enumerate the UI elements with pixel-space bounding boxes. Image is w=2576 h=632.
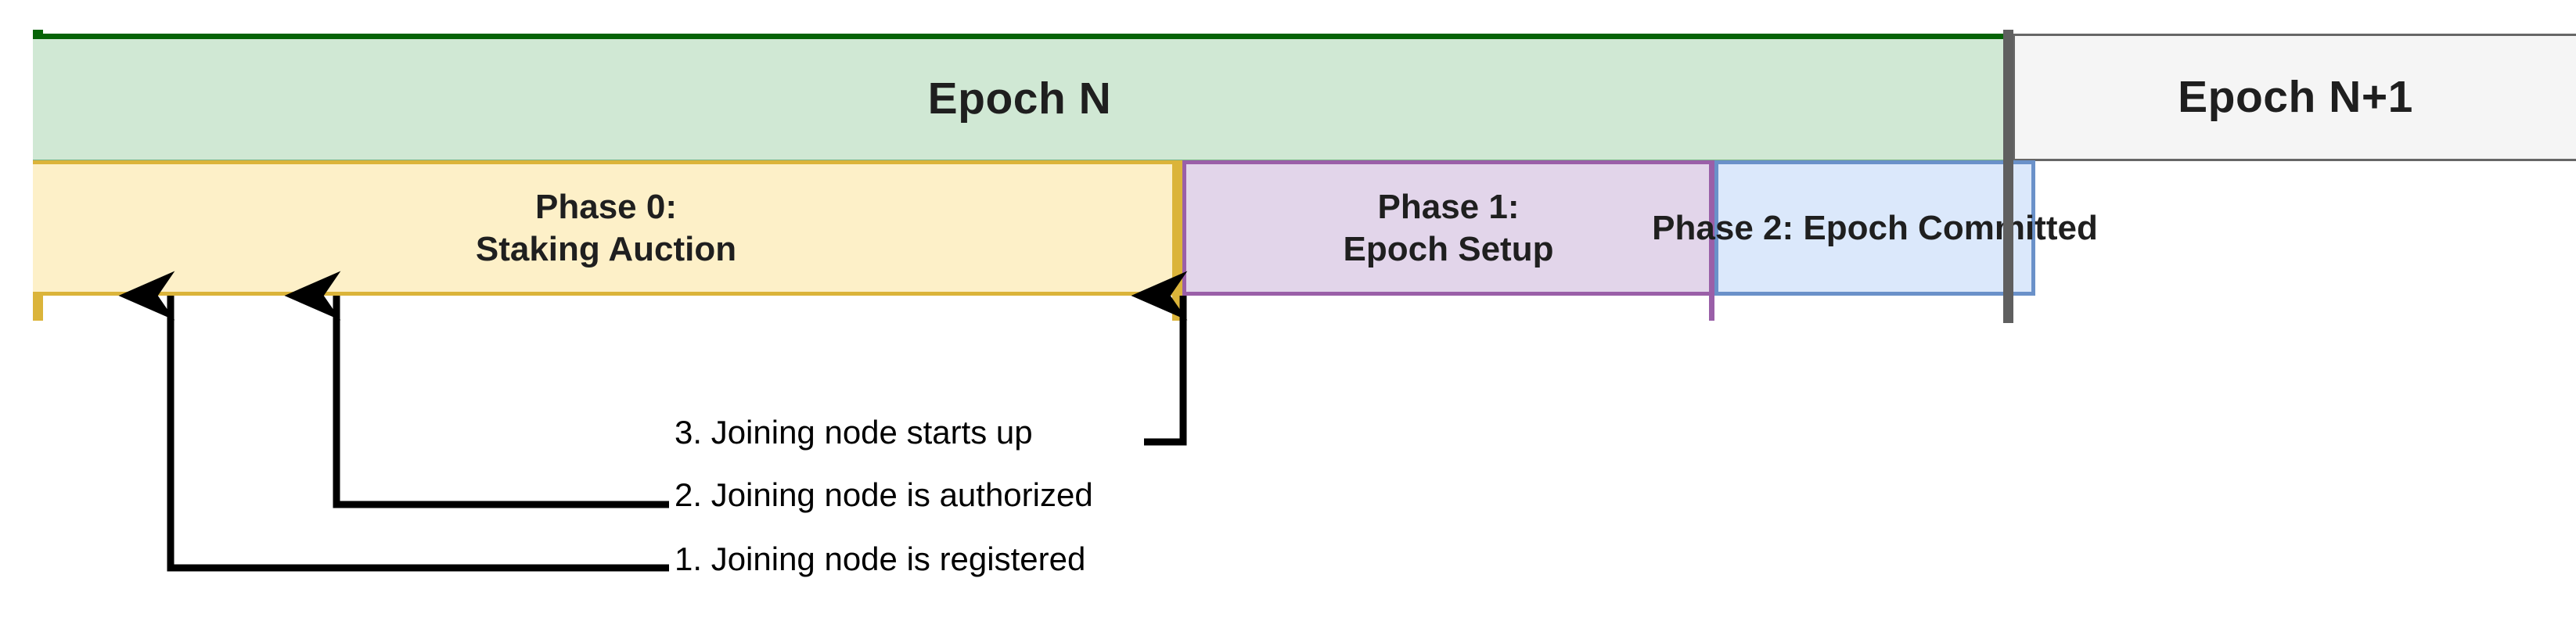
anno-2-leader [284,271,669,508]
anno-1-leader [118,271,669,572]
phase-1-right-marker [1709,160,1714,321]
annotation-2-label: 2. Joining node is authorized [675,476,1093,513]
phase-0-label: Phase 0: Staking Auction [475,187,737,268]
phase-1-box: Phase 1: Epoch Setup [1182,160,1714,296]
epoch-n-plus-1-box: Epoch N+1 [2013,34,2576,161]
phase-1-label: Phase 1: Epoch Setup [1343,187,1554,268]
phase-0-right-marker [1172,160,1182,321]
epoch-n-plus-1-label: Epoch N+1 [2178,71,2413,122]
epoch-n-label: Epoch N [927,74,1112,124]
phase-2-label: Phase 2: Epoch Committed [1652,208,2098,247]
annotation-1-label: 1. Joining node is registered [675,540,1086,577]
phase-2-box: Phase 2: Epoch Committed [1652,160,2098,296]
epoch-n-box: Epoch N [33,34,2008,161]
phase-0-box: Phase 0: Staking Auction [33,160,1183,296]
annotation-3-label: 3. Joining node starts up [675,414,1033,451]
epoch-boundary-divider [2003,30,2013,323]
